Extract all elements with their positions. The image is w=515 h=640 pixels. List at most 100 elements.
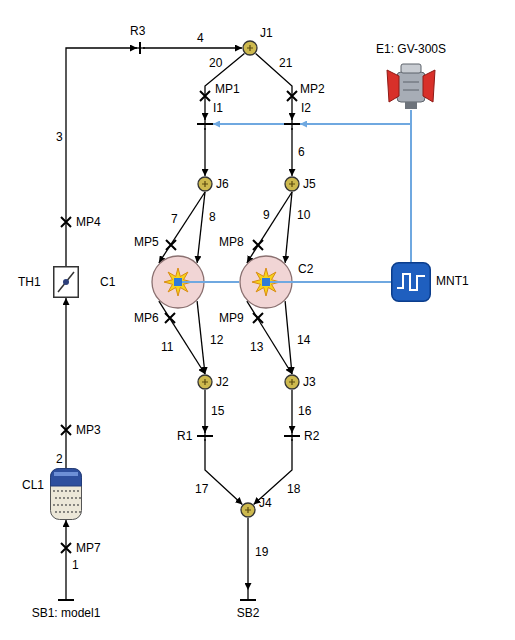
component-label: SB1: model1 (32, 606, 101, 620)
pipe-number: 17 (194, 482, 209, 496)
pipe-connector (285, 192, 292, 263)
pipe-connector (159, 301, 205, 374)
tank-symbol: CL1 (50, 468, 82, 520)
combustor-symbol: C1 (151, 255, 205, 309)
pipe-number: 10 (296, 208, 311, 222)
pipe-connector (205, 439, 242, 504)
junction-symbol: J5 (284, 176, 300, 192)
component-label: C1 (100, 275, 115, 289)
boundary-symbol: SB1: model1 (58, 590, 74, 602)
tank-symbol-outline (50, 468, 82, 520)
pipe-number: 14 (296, 333, 311, 347)
measure-point-label: MP4 (76, 215, 101, 229)
engine-icon: E1: GV-300S (385, 62, 437, 110)
injector-symbol: I2 (284, 120, 300, 128)
pipe-connector (204, 128, 205, 176)
measure-point-label: MP2 (300, 82, 325, 96)
pipe-number: 4 (196, 31, 205, 45)
component-label: MNT1 (436, 274, 469, 288)
junction-symbol-outline (242, 40, 258, 56)
monitor-icon: MNT1 (391, 262, 431, 302)
measure-point-mark (253, 313, 263, 323)
pipe-number: 18 (286, 482, 301, 496)
junction-symbol-outline (197, 176, 213, 192)
signal-line (213, 110, 411, 124)
pipe-connector (247, 518, 248, 590)
pipe-connector (143, 47, 242, 48)
component-label: J6 (216, 177, 229, 191)
pipe-number: 1 (71, 558, 80, 572)
pipe-connector (291, 128, 292, 176)
throttle-symbol-outline (53, 266, 79, 298)
pipe-number: 11 (160, 340, 174, 354)
measure-point-label: MP3 (76, 423, 101, 437)
pipe-connector (204, 390, 205, 433)
injector-symbol: I1 (197, 120, 213, 128)
component-label: I2 (301, 101, 311, 115)
combustor-symbol: C2 (239, 255, 293, 309)
pipe-number: 6 (297, 145, 306, 159)
pipe-connector (285, 301, 292, 374)
monitor-icon-outline (391, 262, 431, 302)
component-label: TH1 (18, 275, 41, 289)
restrictor-symbol: R1 (197, 433, 213, 439)
pipe-connector (159, 192, 205, 263)
measure-point-label: MP8 (219, 235, 244, 249)
restrictor-symbol-outline (284, 433, 300, 439)
throttle-symbol: TH1 (53, 266, 79, 298)
pipe-number: 12 (209, 333, 224, 347)
restrictor-symbol: R2 (284, 433, 300, 439)
measure-point-mark (287, 91, 297, 101)
pipe-connector (197, 192, 205, 263)
junction-symbol-outline (284, 176, 300, 192)
junction-symbol-outline (284, 374, 300, 390)
measure-point-mark (253, 240, 263, 250)
pipe-connector (197, 301, 205, 374)
pipe-number: 15 (210, 404, 225, 418)
boundary-symbol-outline (240, 590, 256, 602)
pipe-connector (65, 298, 66, 468)
boundary-symbol: SB2 (240, 590, 256, 602)
combustor-symbol-outline (239, 255, 293, 309)
combustor-symbol-outline (151, 255, 205, 309)
pipe-connector (247, 192, 292, 263)
component-label: J1 (260, 26, 273, 40)
pipe-connector (247, 301, 292, 374)
component-label: R2 (304, 429, 319, 443)
measure-point-mark (61, 217, 71, 227)
injector-symbol-outline (197, 120, 213, 128)
component-label: J5 (303, 177, 316, 191)
pipe-number: 8 (208, 210, 217, 224)
pipe-connector (291, 390, 292, 433)
signal-line (205, 281, 239, 283)
component-label: SB2 (237, 606, 260, 620)
junction-symbol: J2 (197, 374, 213, 390)
measure-point-mark (61, 425, 71, 435)
junction-symbol: J3 (284, 374, 300, 390)
measure-point-label: MP6 (134, 311, 159, 325)
junction-symbol-outline (197, 374, 213, 390)
injector-symbol-outline (284, 120, 300, 128)
pipe-number: 2 (55, 452, 64, 466)
component-label: R1 (177, 429, 192, 443)
component-label: J2 (216, 375, 229, 389)
component-label: J3 (303, 375, 316, 389)
pipe-connector (65, 520, 66, 590)
measure-point-label: MP7 (76, 541, 101, 555)
measure-point-mark (200, 91, 210, 101)
pipe-number: 9 (262, 208, 271, 222)
restrictor-symbol-outline (197, 433, 213, 439)
component-label: E1: GV-300S (376, 42, 446, 56)
pipe-number: 20 (208, 56, 223, 70)
pipe-number: 16 (297, 404, 312, 418)
boundary-symbol-outline (58, 590, 74, 602)
pipe-number: 13 (249, 340, 264, 354)
junction-symbol: J6 (197, 176, 213, 192)
measure-point-label: MP5 (134, 235, 159, 249)
measure-point-mark (61, 543, 71, 553)
measure-point-label: MP1 (215, 82, 240, 96)
restrictor-symbol-outline (137, 42, 143, 54)
engine-icon-outline (385, 62, 437, 110)
component-label: R3 (130, 24, 145, 38)
